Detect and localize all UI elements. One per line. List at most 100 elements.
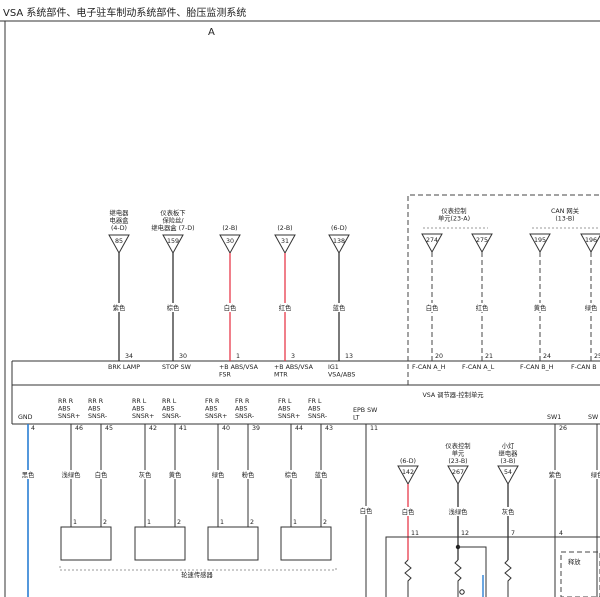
sensor-wire-6-pin: 1 [293, 519, 297, 526]
sensor-wire-4-color-label: 绿色 [212, 470, 225, 479]
sensor-wire-7-name-1: ABS [308, 406, 321, 413]
can-conn-3-pin: 196 [585, 237, 597, 244]
sensor-wire-6-label-bg [280, 470, 302, 479]
can-conn-1-term-0: F-CAN A_L [462, 364, 495, 371]
can-gateway-label-1: (13-B) [555, 216, 574, 223]
sensor-wire-1-color-label: 白色 [95, 470, 108, 479]
diagram-title: VSA 系统部件、电子驻车制动系统部件、胎压监测系统 [3, 6, 246, 19]
sw1-label: SW1 [547, 414, 561, 421]
lower-conn-1-resistor [454, 559, 462, 597]
sensor-wire-0-pin: 1 [73, 519, 77, 526]
sensor-wire-3-label-bg [164, 470, 186, 479]
sensor-wire-5-name-0: FR R [235, 398, 250, 405]
upper-conn-1-pin: 159 [167, 238, 179, 245]
sensor-wire-3-color-label: 黄色 [169, 470, 182, 479]
sw1-label-bg [544, 470, 566, 479]
sensor-wire-1-name-0: RR R [88, 398, 104, 405]
sensor-wire-3-name-1: ABS [162, 406, 175, 413]
sensor-wire-1-term-no: 45 [105, 425, 113, 432]
gnd-color-label: 黑色 [22, 470, 35, 479]
can-conn-2-label-bg [529, 303, 551, 312]
can-conn-2-term-no: 24 [543, 353, 551, 360]
upper-conn-0-label-bg [108, 303, 130, 312]
upper-conn-1-name-2: 继电器盒 (7-D) [151, 223, 194, 232]
upper-conn-4-pin: 138 [333, 238, 345, 245]
sw-right-color-label: 绿色 [591, 470, 600, 479]
lower-conn-2-label-bg [497, 507, 519, 516]
lower-conn-1-color-label: 浅绿色 [449, 507, 469, 516]
sensor-wire-0-term-no: 46 [75, 425, 83, 432]
lower-conn-0-resistor [404, 559, 412, 597]
upper-conn-4-label-bg [328, 303, 350, 312]
lower-conn-2-name-2: (3-B) [500, 458, 515, 465]
gnd-label: GND [18, 414, 33, 421]
upper-conn-0-name-1: 电器盒 [110, 216, 130, 225]
sensor-wire-1-pin: 2 [103, 519, 107, 526]
upper-conn-3-term-1: MTR [274, 372, 288, 379]
upper-conn-2-name-0: (2-B) [222, 225, 237, 232]
can-conn-3-label-bg [580, 303, 600, 312]
sensor-wire-1-name-1: ABS [88, 406, 101, 413]
sensor-wire-6-color-label: 棕色 [285, 470, 298, 479]
upper-conn-2-label-bg [219, 303, 241, 312]
lower-conn-1-name-2: (23-B) [448, 458, 467, 465]
sensor-wire-5-pin: 2 [250, 519, 254, 526]
upper-conn-1-triangle [162, 234, 184, 255]
lower-conn-0-label-bg [397, 507, 419, 516]
sensor-wire-7-color-label: 蓝色 [315, 470, 328, 479]
sensor-wire-3-name-0: RR L [162, 398, 177, 405]
upper-conn-4-term-no: 13 [345, 353, 353, 360]
wheel-sensor-box-2 [207, 526, 259, 561]
lower-conn-0-pin: 142 [402, 469, 414, 476]
can-conn-0-term-no: 20 [435, 353, 443, 360]
can-gateway-label-0: CAN 网关 [551, 206, 580, 215]
upper-conn-0-color-label: 紫色 [113, 303, 126, 312]
upper-conn-1-color-label: 棕色 [167, 303, 180, 312]
wheel-sensor-box-3 [280, 526, 332, 561]
can-conn-1-label-bg [471, 303, 493, 312]
lower-conn-1-name-0: 仪表控制 [445, 441, 470, 450]
sensor-group-label: 轮速传感器 [181, 570, 213, 579]
lower-conn-0-color-label: 白色 [402, 507, 415, 516]
sensor-wire-1-name-2: SNSR- [88, 413, 107, 420]
lower-conn-1-name-1: 单元 [452, 449, 465, 458]
upper-conn-1-term-0: STOP SW [162, 364, 192, 371]
epb-color-label: 白色 [360, 506, 373, 515]
can-conn-2-color-label: 黄色 [534, 303, 547, 312]
upper-conn-3-term-0: +B ABS/VSA [274, 364, 314, 371]
sensor-wire-5-name-1: ABS [235, 406, 248, 413]
release-box [560, 551, 600, 597]
sensor-wire-6-name-0: FR L [278, 398, 292, 405]
sensor-wire-0-name-2: SNSR+ [58, 413, 80, 420]
lower-conn-2-bottom-no: 7 [511, 530, 515, 537]
lower-conn-1-label-bg [447, 507, 469, 516]
upper-conn-0-name-0: 继电器 [110, 208, 130, 217]
upper-conn-2-color-label: 白色 [224, 303, 237, 312]
can-conn-1-color-label: 红色 [476, 303, 489, 312]
upper-conn-3-pin: 31 [281, 238, 289, 245]
epb-name-1: LT [353, 415, 360, 422]
lower-conn-2-name-1: 继电器 [499, 449, 519, 458]
sensor-wire-0-name-1: ABS [58, 406, 71, 413]
junction-branch [458, 546, 487, 597]
can-conn-2-term-0: F-CAN B_H [520, 364, 554, 371]
sw1-bottom-no: 4 [559, 530, 563, 537]
upper-conn-3-label-bg [274, 303, 296, 312]
can-conn-1-triangle [471, 233, 493, 254]
sensor-wire-5-name-2: SNSR- [235, 413, 254, 420]
lower-conn-2-pin: 54 [504, 469, 512, 476]
can-conn-1-term-no: 21 [485, 353, 493, 360]
upper-conn-4-term-1: VSA/ABS [328, 372, 355, 379]
lower-conn-0-triangle [397, 465, 419, 486]
sensor-wire-3-name-2: SNSR- [162, 413, 181, 420]
sensor-group-bracket [59, 566, 337, 571]
can-conn-1-pin: 275 [476, 237, 488, 244]
sensor-wire-4-name-2: SNSR+ [205, 413, 227, 420]
upper-conn-0-triangle [108, 234, 130, 255]
sensor-wire-2-color-label: 灰色 [139, 470, 152, 479]
page-marker: A [208, 27, 215, 38]
upper-conn-2-term-no: 1 [236, 353, 240, 360]
lower-conn-2-triangle [497, 465, 519, 486]
